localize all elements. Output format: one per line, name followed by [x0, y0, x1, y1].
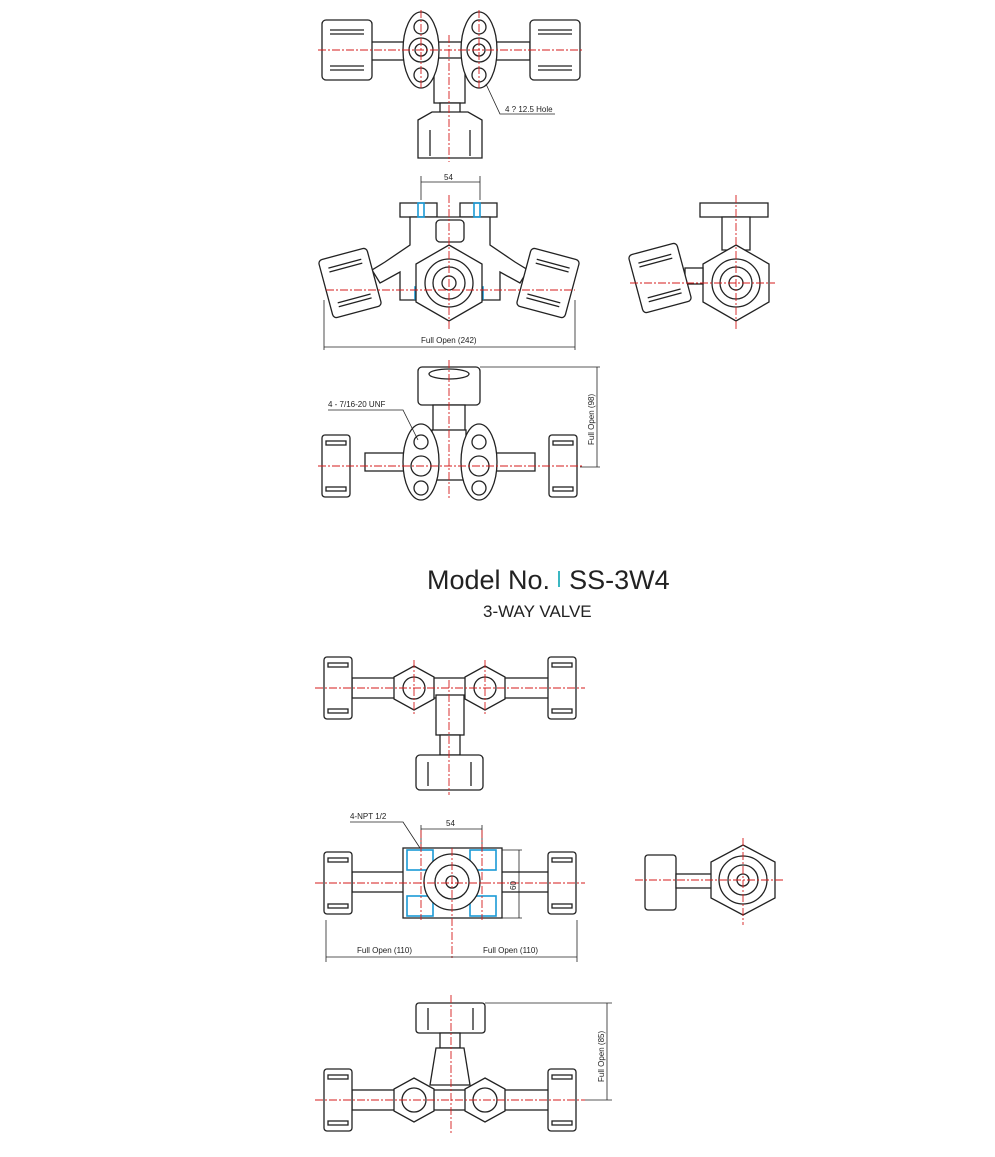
- view-front-5way: 54 Full Open (242): [317, 173, 581, 350]
- view-top-3way: [315, 656, 585, 795]
- model-title: Model No. SS-3W4: [427, 565, 670, 596]
- unf-callout: 4 - 7/16-20 UNF: [328, 400, 385, 409]
- view-side-3way: [635, 838, 785, 925]
- hole-callout: 4 ? 12.5 Hole: [505, 105, 553, 114]
- view-bottom-3way: Full Open (85): [315, 995, 612, 1135]
- view-bottom-5way: 4 - 7/16-20 UNF Full Open (98): [318, 360, 600, 501]
- full-open-98-label: Full Open (98): [587, 394, 596, 445]
- full-open-110-right-label: Full Open (110): [483, 946, 538, 955]
- full-open-242-label: Full Open (242): [421, 336, 477, 345]
- model-subtitle: 3-WAY VALVE: [483, 602, 592, 621]
- spacing-dimension: 54: [444, 173, 453, 182]
- model-number: SS-3W4: [569, 565, 670, 595]
- npt-callout: 4-NPT 1/2: [350, 812, 387, 821]
- full-open-110-left-label: Full Open (110): [357, 946, 412, 955]
- title-separator: [558, 571, 561, 587]
- full-open-85-label: Full Open (85): [597, 1031, 606, 1082]
- view-top-5way: 4 ? 12.5 Hole: [318, 10, 582, 162]
- view-front-3way: 4-NPT 1/2 54 60 Full Open (110) Full Ope…: [315, 812, 585, 962]
- view-side-5way: [627, 195, 775, 330]
- spacing-dimension-bottom: 54: [446, 819, 455, 828]
- height-60-label: 60: [509, 881, 518, 890]
- model-label: Model No.: [427, 565, 551, 595]
